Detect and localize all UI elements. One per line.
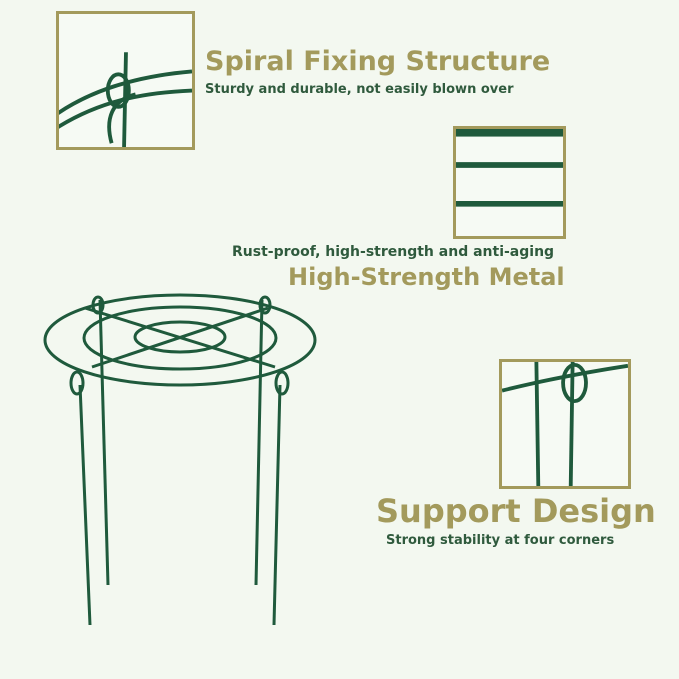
support-subtitle: Strong stability at four corners [386,533,615,548]
plant-support-stand-icon [43,293,317,626]
support-closeup-frame [499,359,631,489]
metal-subtitle: Rust-proof, high-strength and anti-aging [232,244,555,260]
spiral-title: Spiral Fixing Structure [205,46,551,77]
support-legs-closeup-icon [502,362,628,486]
support-title: Support Design [376,492,656,530]
metal-closeup-frame [453,126,566,239]
spiral-subtitle: Sturdy and durable, not easily blown ove… [205,82,514,97]
spiral-loop-closeup-icon [59,52,192,147]
metal-title: High-Strength Metal [288,263,565,291]
spiral-closeup-frame [56,11,195,150]
metal-rings-closeup-icon [456,129,563,207]
